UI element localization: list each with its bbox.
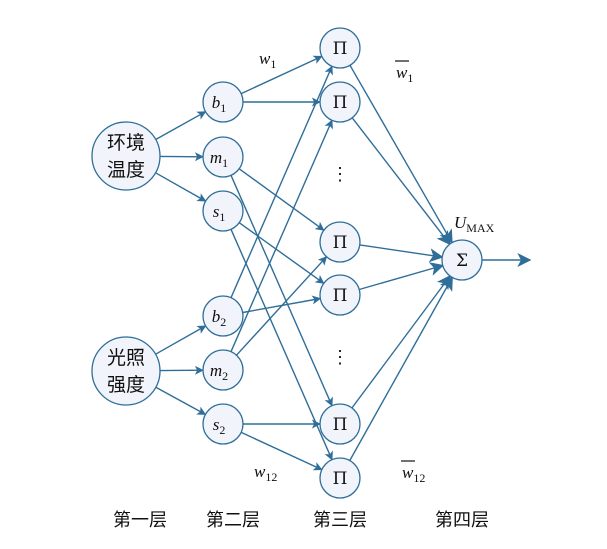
edge-in2-s2 xyxy=(155,386,207,416)
product-symbol: Π xyxy=(333,469,348,489)
edge-m1-p5 xyxy=(230,175,333,407)
product-node-5: Π xyxy=(319,403,361,445)
normalized-weight-label-1: w1 xyxy=(395,60,413,85)
input-node-light: 光照 强度 xyxy=(91,336,161,406)
product-node-6: Π xyxy=(319,457,361,499)
node-sub: 1 xyxy=(222,156,228,170)
membership-node-s1: s1 xyxy=(202,190,244,232)
layer-label-1: 第一层 xyxy=(113,510,167,531)
input-label-line1: 环境 xyxy=(107,132,145,154)
sum-symbol: Σ xyxy=(456,251,468,271)
normalized-weight-label-12: w12 xyxy=(401,460,425,485)
svg-text:m1: m1 xyxy=(210,148,228,170)
output-label-umax: UMAX xyxy=(454,213,495,235)
layer-label-4: 第四层 xyxy=(435,510,489,531)
edge-b2-p1 xyxy=(230,65,333,298)
layer-label-3: 第三层 xyxy=(313,510,367,531)
svg-text:s1: s1 xyxy=(213,202,226,224)
edge-p3-sum xyxy=(359,244,444,263)
edge-b1-p1 xyxy=(240,55,323,95)
edge-p5-sum xyxy=(351,274,451,409)
edge-in1-s1 xyxy=(155,172,207,202)
input-node-temperature: 环境 温度 xyxy=(91,121,161,191)
node-var: s xyxy=(213,415,220,434)
membership-node-s2: s2 xyxy=(202,403,244,445)
svg-text:b2: b2 xyxy=(212,307,227,329)
node-var: b xyxy=(212,93,221,112)
weight-label-w12: w12 xyxy=(254,462,277,484)
layer-label-2: 第二层 xyxy=(206,510,260,531)
edge-m2-p2 xyxy=(230,119,333,352)
svg-text:m2: m2 xyxy=(210,361,228,383)
ellipsis-lower: ⋮ xyxy=(331,347,349,367)
weight-label-w1: w1 xyxy=(259,49,276,71)
node-var: m xyxy=(210,148,222,167)
connections xyxy=(155,55,532,471)
product-symbol: Π xyxy=(333,415,348,435)
edge-p4-sum xyxy=(359,262,445,291)
product-symbol: Π xyxy=(333,39,348,59)
svg-text:w12: w12 xyxy=(402,463,425,485)
ellipsis-upper: ⋮ xyxy=(331,164,349,184)
edge-s2-p6 xyxy=(240,431,323,471)
edge-m2-p3 xyxy=(235,256,328,356)
input-label-line2: 强度 xyxy=(107,374,145,396)
membership-node-m1: m1 xyxy=(202,136,244,178)
svg-text:s2: s2 xyxy=(213,415,226,437)
sum-node: Σ xyxy=(441,239,483,281)
edge-s1-p4 xyxy=(238,222,325,284)
product-symbol: Π xyxy=(333,233,348,253)
edge-p2-sum xyxy=(351,117,451,246)
node-var: b xyxy=(212,307,221,326)
product-node-3: Π xyxy=(319,221,361,263)
node-sub: 1 xyxy=(219,210,225,224)
edge-p1-sum xyxy=(349,64,453,244)
svg-text:w1: w1 xyxy=(396,63,413,85)
node-sub: 1 xyxy=(220,101,226,115)
membership-node-b1: b1 xyxy=(202,81,244,123)
product-node-4: Π xyxy=(319,274,361,316)
edge-in2-b2 xyxy=(155,325,207,355)
edge-in1-b1 xyxy=(155,111,207,141)
edge-m1-p3 xyxy=(238,168,325,231)
node-var: s xyxy=(213,202,220,221)
membership-node-m2: m2 xyxy=(202,349,244,391)
node-var: m xyxy=(210,361,222,380)
product-node-1: Π xyxy=(319,27,361,69)
input-label-line2: 温度 xyxy=(107,159,145,181)
edge-p6-sum xyxy=(349,276,453,461)
node-sub: 2 xyxy=(220,315,226,329)
input-label-line1: 光照 xyxy=(107,347,145,369)
product-symbol: Π xyxy=(333,93,348,113)
node-sub: 2 xyxy=(222,369,228,383)
membership-node-b2: b2 xyxy=(202,295,244,337)
product-node-2: Π xyxy=(319,81,361,123)
svg-text:b1: b1 xyxy=(212,93,227,115)
product-symbol: Π xyxy=(333,286,348,306)
node-sub: 2 xyxy=(219,423,225,437)
